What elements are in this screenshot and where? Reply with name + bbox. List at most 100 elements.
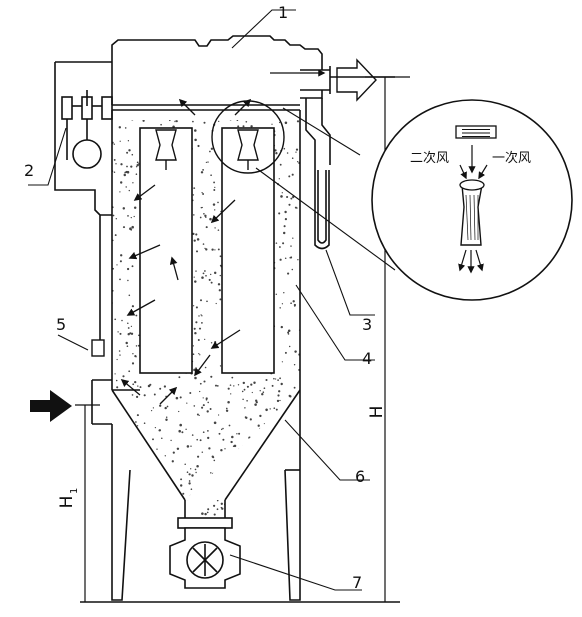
dust-particle [193, 276, 195, 278]
dust-particle [164, 406, 167, 410]
dust-particle [251, 391, 253, 394]
dust-particle [279, 307, 281, 309]
dust-particle [185, 428, 187, 431]
dust-particle [120, 511, 123, 514]
dust-particle [158, 429, 162, 432]
dust-particle [186, 471, 189, 473]
dust-particle [194, 280, 197, 283]
dust-particle [212, 493, 215, 496]
dust-particle [208, 447, 211, 450]
dust-particle [273, 377, 275, 380]
dust-particle [231, 376, 234, 379]
dust-particle [288, 175, 291, 178]
dust-particle [214, 227, 216, 229]
dust-particle [133, 471, 136, 474]
dust-particle [139, 514, 142, 517]
dust-particle [219, 365, 222, 367]
label-secondary-air: 二次风 [410, 150, 449, 166]
dust-particle [128, 149, 131, 152]
dust-particle [170, 500, 172, 503]
dust-particle [241, 390, 244, 393]
dust-particle [127, 140, 130, 142]
dust-particle [286, 489, 289, 492]
dust-particle [117, 331, 119, 333]
dust-particle [289, 395, 292, 398]
dust-particle [214, 341, 217, 344]
dust-particle [202, 168, 205, 171]
dust-particle [122, 446, 125, 449]
dust-particle [281, 428, 284, 431]
dust-particle [209, 273, 212, 276]
dust-particle [242, 398, 244, 401]
dust-particle [297, 259, 299, 261]
dust-particle [230, 440, 233, 444]
dust-particle [195, 306, 198, 309]
dust-particle [198, 352, 200, 355]
dust-particle [122, 469, 124, 471]
dust-particle [287, 331, 290, 334]
dust-particle [198, 327, 202, 330]
dust-particle [147, 516, 150, 518]
dust-particle [194, 376, 197, 380]
dust-particle [212, 475, 216, 478]
dust-particle [254, 403, 257, 406]
dust-particle [224, 448, 226, 450]
dust-particle [198, 414, 200, 417]
dust-particle [204, 338, 206, 341]
rotary-discharge-valve [169, 517, 241, 589]
dust-particle [136, 453, 138, 456]
dust-particle [248, 506, 252, 510]
dust-particle [265, 408, 268, 412]
dust-particle [127, 333, 130, 336]
dust-particle [214, 249, 216, 251]
dust-particle [172, 451, 175, 454]
dust-particle [220, 448, 223, 452]
dust-particle [210, 147, 214, 150]
dust-particle [201, 451, 204, 453]
dust-particle [290, 245, 292, 247]
dust-particle [279, 258, 282, 261]
dust-particle [288, 345, 291, 348]
dust-particle [178, 376, 181, 379]
dust-particle [130, 216, 132, 219]
dust-particle [197, 339, 200, 341]
dust-particle [146, 490, 149, 492]
dust-particle [218, 432, 221, 435]
dust-particle [127, 322, 129, 324]
dust-particle [248, 436, 251, 439]
dust-particle [152, 407, 155, 409]
dust-particle [158, 515, 161, 518]
dust-particle [241, 456, 243, 459]
dust-particle [128, 294, 131, 297]
dust-particle [115, 218, 117, 220]
dust-particle [118, 126, 122, 129]
dust-particle [132, 182, 134, 184]
dust-particle [263, 464, 266, 467]
dust-particle [293, 303, 297, 307]
dust-particle [280, 434, 283, 437]
dust-particle [182, 492, 185, 495]
dust-particle [292, 494, 296, 497]
dust-particle [292, 470, 295, 473]
pulse-valves [54, 61, 113, 346]
dust-particle [165, 485, 168, 487]
dimension-labels: H H 1 [57, 406, 387, 509]
dust-particle [236, 433, 238, 435]
dust-particle [284, 210, 287, 214]
dust-particle [211, 472, 214, 475]
dust-particle [261, 393, 264, 396]
airflow-arrows [120, 98, 252, 405]
label-part-7: 7 [352, 573, 362, 592]
dust-particle [133, 206, 137, 210]
dust-particle [205, 161, 208, 164]
dust-particle [294, 350, 297, 353]
dust-particle [192, 194, 195, 196]
dust-particle [131, 362, 135, 365]
dust-particle [275, 493, 278, 496]
dust-particle [217, 414, 220, 416]
dust-particle [194, 129, 197, 132]
dust-particle [131, 225, 134, 229]
dust-particle [151, 410, 153, 412]
dust-particle [258, 465, 262, 468]
dust-particle [275, 408, 278, 411]
